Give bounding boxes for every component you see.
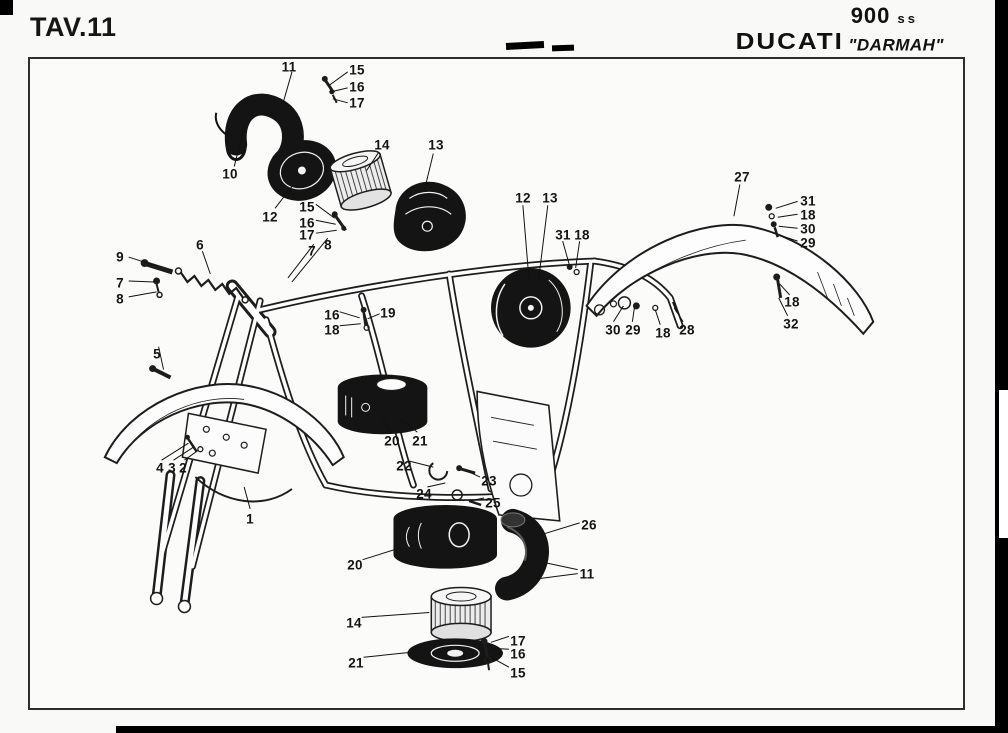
air-box-mid bbox=[337, 374, 428, 435]
part-number-20: 20 bbox=[347, 557, 363, 573]
part-number-6: 6 bbox=[196, 237, 204, 253]
model-line: 900 ss bbox=[736, 4, 944, 27]
part-number-22: 22 bbox=[396, 458, 412, 474]
logo-line: DUCATI "DARMAH" bbox=[736, 28, 944, 55]
part-number-25: 25 bbox=[485, 495, 501, 511]
scan-artifact-right-edge bbox=[995, 0, 1008, 733]
part-number-31: 31 bbox=[800, 193, 816, 209]
model-number: 900 bbox=[850, 3, 891, 28]
brand-block: 900 ss DUCATI "DARMAH" bbox=[736, 4, 944, 55]
part-number-12: 12 bbox=[515, 190, 531, 206]
part-number-5: 5 bbox=[153, 346, 161, 362]
part-number-16: 16 bbox=[324, 307, 340, 323]
air-filter-element-upper bbox=[329, 150, 392, 211]
front-fender bbox=[103, 383, 345, 503]
scan-artifact-bottom-edge bbox=[116, 726, 1008, 733]
air-box-lower bbox=[393, 504, 497, 569]
air-filter-element-lower bbox=[430, 586, 492, 643]
part-number-18: 18 bbox=[655, 325, 671, 341]
exploded-diagram-art bbox=[103, 71, 875, 671]
part-number-17: 17 bbox=[510, 633, 526, 649]
part-number-13: 13 bbox=[542, 190, 558, 206]
part-number-15: 15 bbox=[349, 62, 365, 78]
rear-fender bbox=[585, 223, 875, 336]
part-number-32: 32 bbox=[783, 316, 799, 332]
part-number-30: 30 bbox=[800, 221, 816, 237]
brand-variant: "DARMAH" bbox=[848, 35, 944, 55]
part-number-9: 9 bbox=[116, 249, 124, 265]
part-number-15: 15 bbox=[510, 665, 526, 681]
part-number-7: 7 bbox=[116, 275, 124, 291]
part-number-23: 23 bbox=[481, 473, 497, 489]
part-number-10: 10 bbox=[222, 166, 238, 182]
part-number-7: 7 bbox=[308, 243, 316, 259]
part-number-8: 8 bbox=[116, 291, 124, 307]
scan-artifact-corner bbox=[0, 0, 13, 15]
scan-artifact-top-mark bbox=[505, 41, 545, 50]
part-number-14: 14 bbox=[346, 615, 362, 631]
scan-artifact-top-mark bbox=[551, 44, 575, 52]
part-number-21: 21 bbox=[348, 655, 364, 671]
model-suffix: ss bbox=[897, 11, 918, 26]
part-number-3: 3 bbox=[168, 460, 176, 476]
air-box-cover-upper bbox=[267, 140, 337, 201]
part-number-11: 11 bbox=[281, 59, 297, 75]
part-number-17: 17 bbox=[299, 227, 315, 243]
part-number-31: 31 bbox=[555, 227, 571, 243]
part-number-27: 27 bbox=[734, 169, 750, 185]
part-number-18: 18 bbox=[800, 207, 816, 223]
air-box-cover-right bbox=[393, 181, 466, 252]
part-number-20: 20 bbox=[384, 433, 400, 449]
part-number-24: 24 bbox=[416, 486, 432, 502]
part-number-18: 18 bbox=[784, 294, 800, 310]
part-number-17: 17 bbox=[349, 95, 365, 111]
part-number-14: 14 bbox=[374, 137, 390, 153]
part-number-4: 4 bbox=[156, 460, 164, 476]
part-number-19: 19 bbox=[380, 305, 396, 321]
part-number-26: 26 bbox=[581, 517, 597, 533]
part-number-13: 13 bbox=[428, 137, 444, 153]
part-number-21: 21 bbox=[412, 433, 428, 449]
fork-end-cap bbox=[177, 599, 192, 614]
part-number-29: 29 bbox=[625, 322, 641, 338]
scan-artifact-right-gap bbox=[999, 390, 1008, 538]
fork-end-cap bbox=[149, 591, 164, 606]
part-number-29: 29 bbox=[800, 235, 816, 251]
part-number-30: 30 bbox=[605, 322, 621, 338]
part-number-1: 1 bbox=[246, 511, 254, 527]
small-hardware bbox=[140, 75, 783, 671]
part-number-18: 18 bbox=[574, 227, 590, 243]
part-number-16: 16 bbox=[299, 215, 315, 231]
part-number-28: 28 bbox=[679, 322, 695, 338]
part-number-16: 16 bbox=[349, 79, 365, 95]
part-number-15: 15 bbox=[299, 199, 315, 215]
part-number-11: 11 bbox=[579, 566, 595, 582]
plate-number: TAV.11 bbox=[30, 12, 117, 42]
leader-lines bbox=[128, 71, 798, 668]
part-number-2: 2 bbox=[179, 460, 187, 476]
part-number-16: 16 bbox=[510, 646, 526, 662]
brand-logo: DUCATI bbox=[735, 27, 844, 55]
air-box-cover-lower bbox=[407, 638, 503, 669]
part-number-12: 12 bbox=[262, 209, 278, 225]
part-number-18: 18 bbox=[324, 322, 340, 338]
part-number-8: 8 bbox=[324, 237, 332, 253]
intake-boot-lower bbox=[495, 508, 549, 601]
air-box-center bbox=[491, 268, 571, 348]
